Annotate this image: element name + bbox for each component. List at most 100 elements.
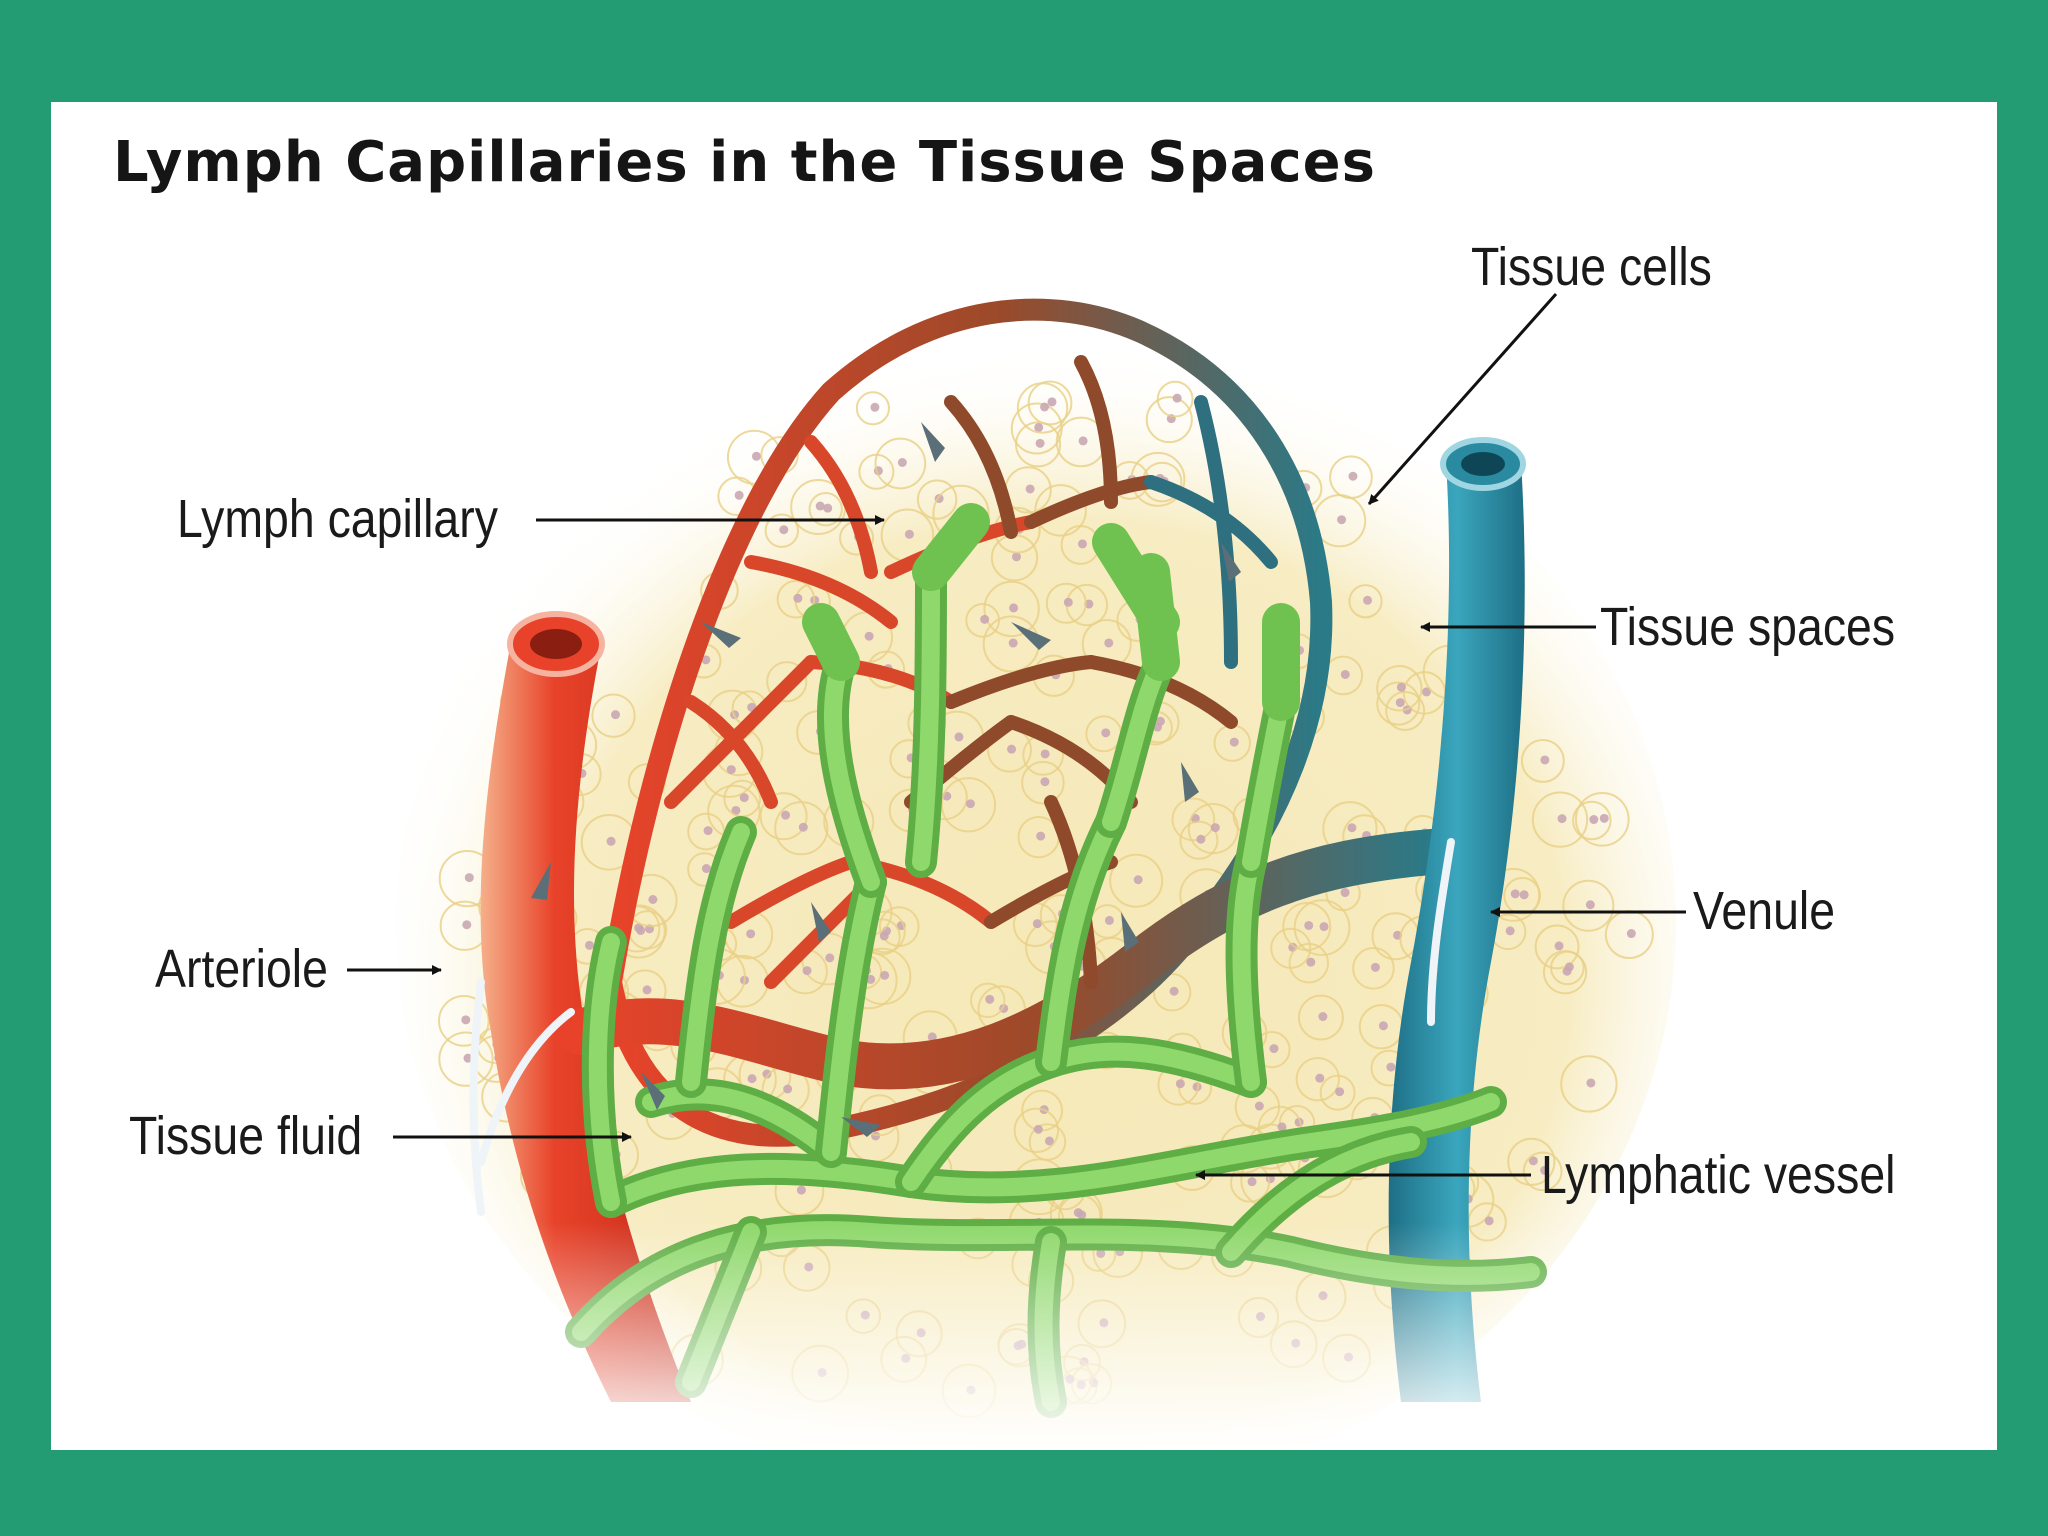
tissue-cell xyxy=(1293,899,1351,956)
lymphatic-branch-highlight xyxy=(1042,813,1120,1071)
lymphatic-branch-highlight xyxy=(912,563,940,871)
cell-nucleus xyxy=(1348,471,1358,481)
cell-nucleus xyxy=(1034,422,1044,432)
tissue-cell xyxy=(1295,1056,1340,1102)
flow-arrow xyxy=(531,862,551,900)
cell-nucleus xyxy=(1421,687,1431,697)
cell-nucleus xyxy=(1155,716,1165,726)
cell-nucleus xyxy=(731,805,741,815)
cell-nucleus xyxy=(1306,957,1316,967)
cell-nucleus xyxy=(1554,941,1564,951)
cell-nucleus xyxy=(751,451,761,461)
cell-nucleus xyxy=(1528,1156,1538,1166)
cell-nucleus xyxy=(739,793,749,803)
lymphatic-branch-highlight xyxy=(588,933,620,1211)
tissue-cell xyxy=(1522,1151,1563,1192)
cell-nucleus xyxy=(1040,749,1050,759)
cell-nucleus xyxy=(1335,1087,1345,1097)
tissue-cell xyxy=(1027,380,1073,426)
cell-nucleus xyxy=(1196,834,1206,844)
cell-nucleus xyxy=(1077,539,1087,549)
cell-nucleus xyxy=(927,1032,937,1042)
cell-nucleus xyxy=(1229,737,1239,747)
blood-capillary xyxy=(664,655,818,809)
cell-nucleus xyxy=(1040,402,1050,412)
lymphatic-branch-highlight xyxy=(1232,853,1260,1091)
tissue-cell xyxy=(1297,994,1344,1041)
diagram-title: Lymph Capillaries in the Tissue Spaces xyxy=(113,130,1376,195)
venule-flow-arrow xyxy=(1427,838,1455,1026)
cell-nucleus xyxy=(726,765,736,775)
cell-nucleus xyxy=(584,940,594,950)
cell-nucleus xyxy=(1585,900,1595,910)
cell-nucleus xyxy=(1012,552,1022,562)
cell-nucleus xyxy=(864,631,874,641)
tissue-cell xyxy=(1171,797,1216,842)
lymphatic-branch-highlight xyxy=(824,653,880,891)
cell-nucleus xyxy=(783,1084,793,1094)
tissue-cell xyxy=(1109,853,1164,908)
cell-nucleus xyxy=(1210,823,1220,833)
tissue-cell xyxy=(774,801,829,856)
cell-nucleus xyxy=(1104,915,1114,925)
cell-nucleus xyxy=(798,822,808,832)
flow-arrow xyxy=(1011,622,1051,650)
cell-nucleus xyxy=(980,614,990,624)
tissue-cell xyxy=(855,391,890,426)
leader-tissue-cells xyxy=(1367,293,1558,505)
tissue-cell xyxy=(916,479,958,520)
tissue-cell xyxy=(1288,942,1330,984)
label-tissue-cells: Tissue cells xyxy=(1471,237,1712,297)
flow-arrow xyxy=(841,1117,881,1137)
blood-capillary xyxy=(944,655,1098,709)
flow-arrow xyxy=(1181,762,1199,802)
blood-capillary xyxy=(804,435,878,579)
tissue-cell xyxy=(1152,973,1192,1012)
cell-nucleus xyxy=(1009,603,1019,613)
tissue-cell xyxy=(1156,380,1194,418)
tissue-cell xyxy=(1034,484,1087,537)
cell-nucleus xyxy=(793,593,803,603)
cell-nucleus xyxy=(1254,1101,1264,1111)
blood-capillary xyxy=(944,395,1018,539)
cell-nucleus xyxy=(823,503,833,513)
cell-nucleus xyxy=(1318,1012,1328,1022)
cell-nucleus xyxy=(781,810,791,820)
tissue-cell xyxy=(1534,924,1580,970)
cell-nucleus xyxy=(1363,595,1373,605)
tissue-cell xyxy=(874,437,927,490)
cell-nucleus xyxy=(701,655,711,665)
flow-arrows xyxy=(531,422,1241,1137)
cell-nucleus xyxy=(815,501,825,511)
tissue-cell xyxy=(1385,690,1426,731)
blood-capillary xyxy=(1074,355,1118,509)
cell-nucleus xyxy=(1626,929,1636,939)
label-venule: Venule xyxy=(1693,881,1836,941)
cell-nucleus xyxy=(985,994,995,1004)
cell-nucleus xyxy=(1063,597,1073,607)
blood-capillary xyxy=(744,555,898,629)
tissue-cell xyxy=(591,693,636,738)
tissue-cell xyxy=(1015,421,1062,468)
cell-nucleus xyxy=(701,864,711,874)
tissue-cell xyxy=(940,777,997,833)
label-arteriole: Arteriole xyxy=(155,939,328,999)
cell-nucleus xyxy=(1078,436,1088,446)
cell-nucleus xyxy=(1101,728,1111,738)
cell-nucleus xyxy=(1505,926,1515,936)
tissue-cell xyxy=(1028,1123,1067,1161)
flow-arrow xyxy=(641,1072,665,1110)
lymphatic-branch-highlight xyxy=(682,823,750,1091)
cell-nucleus xyxy=(1040,777,1050,787)
cell-nucleus xyxy=(1586,1078,1596,1088)
cell-nucleus xyxy=(746,929,756,939)
cell-nucleus xyxy=(1315,1073,1325,1083)
cell-nucleus xyxy=(880,970,890,980)
lymph-capillary-tip xyxy=(802,603,860,681)
tissue-cell xyxy=(1376,681,1421,726)
cell-nucleus xyxy=(648,895,658,905)
cell-nucleus xyxy=(762,1069,772,1079)
label-lymphatic-vessel: Lymphatic vessel xyxy=(1541,1145,1896,1205)
cell-nucleus xyxy=(1304,920,1314,930)
cell-nucleus xyxy=(1519,890,1529,900)
